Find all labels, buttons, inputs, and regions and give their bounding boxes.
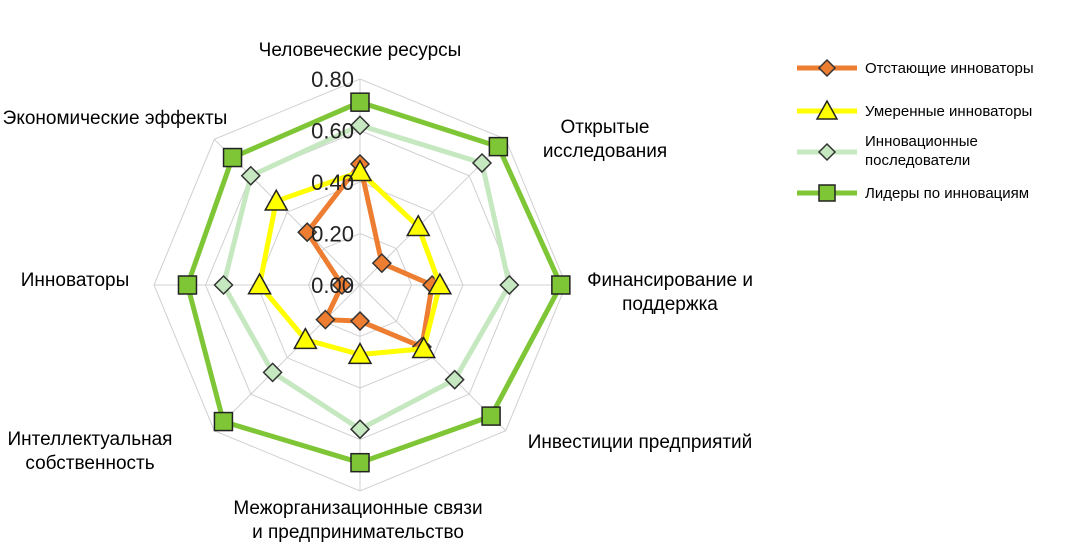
axis-label-line: поддержка — [622, 294, 718, 315]
data-point — [315, 309, 336, 330]
data-point — [471, 152, 493, 174]
axis-label: Экономические эффекты — [3, 108, 228, 129]
legend-marker — [815, 99, 839, 120]
axis-label: Инноваторы — [21, 270, 130, 291]
legend-marker — [817, 142, 837, 162]
tick-label: 0.00 — [311, 273, 354, 298]
data-point — [240, 165, 261, 186]
legend-label-line: Отстающие инноваторы — [865, 60, 1034, 77]
data-point — [349, 115, 371, 136]
legend-label: Лидеры по инновациям — [865, 185, 1029, 202]
axis-label-line: Экономические эффекты — [3, 108, 228, 129]
data-point — [350, 452, 370, 473]
data-point — [444, 369, 465, 390]
legend-label: Отстающие инноваторы — [865, 60, 1034, 77]
legend-label: Умеренные инноваторы — [865, 103, 1032, 120]
data-point — [411, 336, 437, 359]
legend-item: Инновационные последователи — [797, 133, 978, 169]
data-point — [213, 411, 234, 432]
axis-label-line: Интеллектуальная — [8, 429, 173, 450]
grid-spoke — [213, 284, 361, 432]
tick-label: 0.80 — [311, 67, 354, 92]
axis-label-line: собственность — [25, 453, 154, 474]
data-point — [213, 274, 234, 296]
data-point — [347, 159, 373, 182]
legend-label-line: Умеренные инноваторы — [865, 103, 1032, 120]
axis-label: Межорганизационные связи и предпринимател… — [233, 498, 482, 543]
tick-label: 0.40 — [311, 170, 354, 195]
axis-label-line: Финансирование и — [587, 270, 753, 291]
legend-item: Отстающие инноваторы — [797, 58, 1034, 78]
axis-label-line: исследования — [543, 141, 667, 162]
legend-item: Умеренные инноваторы — [797, 99, 1032, 120]
series-3 — [213, 115, 520, 440]
data-point — [222, 147, 243, 168]
tick-label: 0.20 — [311, 222, 354, 247]
legend-item: Лидеры по инновациям — [797, 184, 1029, 202]
data-point — [331, 274, 353, 296]
legend-label-line: Лидеры по инновациям — [865, 185, 1029, 202]
data-point — [488, 136, 509, 157]
axis-label-line: Межорганизационные связи — [233, 498, 482, 519]
axis-label-line: Инвестиции предприятий — [528, 432, 753, 453]
data-point — [293, 327, 318, 350]
data-point — [350, 92, 370, 112]
axis-label-line: Человеческие ресурсы — [259, 40, 462, 61]
axis-label-line: и предпринимательство — [252, 522, 464, 543]
series-2 — [247, 159, 453, 365]
legend-label-line: Инновационные — [865, 133, 978, 150]
data-point — [297, 222, 318, 243]
series-4 — [177, 92, 571, 473]
data-point — [177, 275, 198, 295]
legend-label-line: последователи — [865, 152, 970, 169]
data-point — [551, 275, 571, 295]
data-point — [349, 310, 371, 332]
legend-marker — [818, 184, 836, 202]
axis-label: Инвестиции предприятий — [528, 432, 753, 453]
data-point — [481, 406, 501, 426]
radar-series — [177, 92, 571, 473]
legend-label: Инновационные последователи — [865, 133, 978, 169]
series-line — [257, 169, 443, 357]
data-point — [371, 253, 392, 274]
axis-label: Интеллектуальная собственность — [8, 429, 173, 474]
tick-label: 0.60 — [311, 119, 354, 144]
radial-tick-labels: 0.00 0.20 0.40 0.60 0.80 — [311, 67, 354, 298]
axis-label: Человеческие ресурсы — [259, 40, 462, 61]
data-point — [247, 272, 272, 295]
data-point — [499, 274, 520, 296]
data-point — [262, 362, 283, 383]
data-point — [349, 419, 371, 440]
axis-label-line: Инноваторы — [21, 270, 130, 291]
axis-label: Открытые исследования — [543, 117, 667, 162]
axis-label-line: Открытые — [561, 117, 650, 138]
data-point — [427, 272, 453, 295]
legend-marker — [817, 58, 837, 78]
data-point — [263, 188, 289, 211]
axis-label: Финансирование и поддержка — [587, 270, 753, 315]
data-point — [347, 341, 373, 365]
data-point — [405, 214, 431, 237]
